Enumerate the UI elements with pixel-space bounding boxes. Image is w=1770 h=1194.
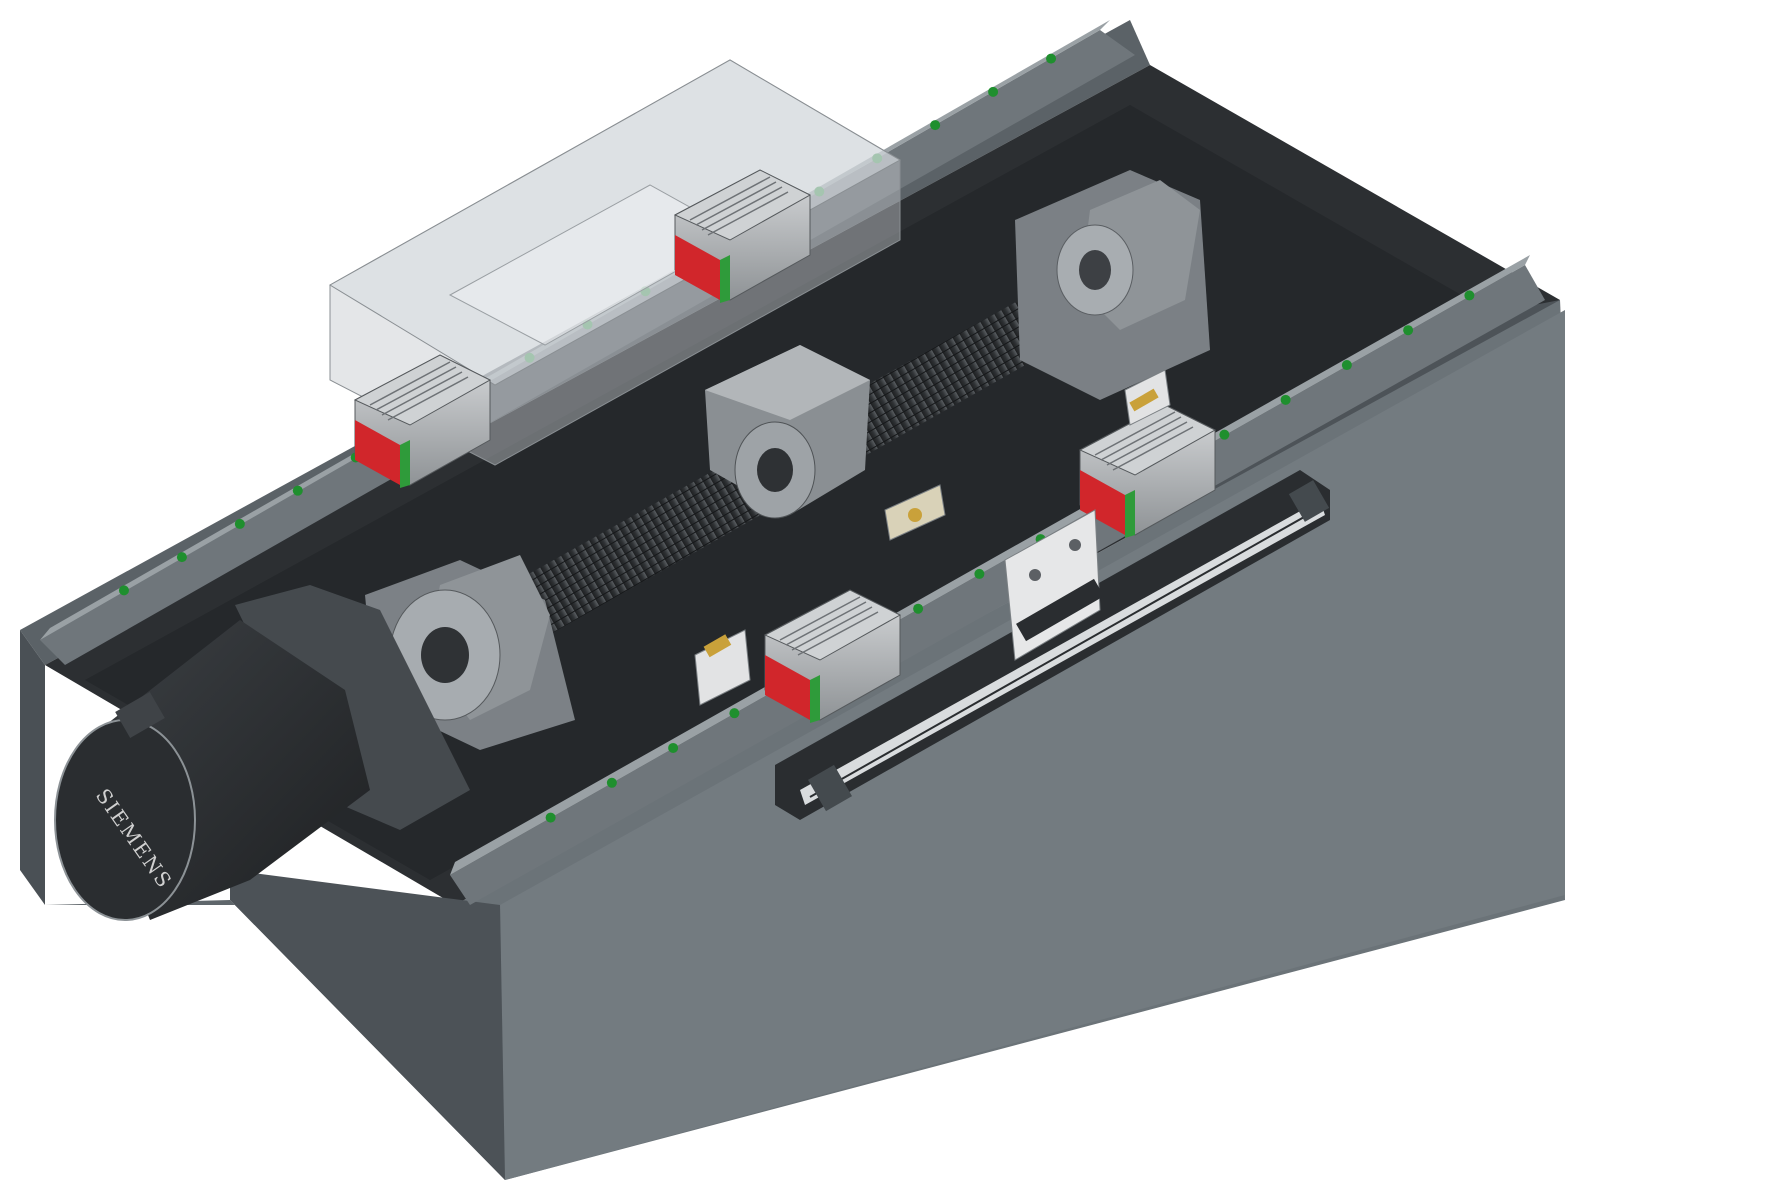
- carriage-end-seal-green: [400, 440, 410, 488]
- rail-bolt-hole: [545, 812, 556, 823]
- rail-back-body: [40, 30, 1135, 665]
- linear-carriage: [353, 354, 492, 488]
- rail-bolt-hole: [974, 568, 985, 579]
- encoder-end-cap-right: [1288, 480, 1330, 522]
- ball-nut-bracket: [705, 345, 870, 519]
- rail-bolt-hole: [668, 742, 679, 753]
- limit-switch-center: [884, 484, 946, 541]
- rail-bolt-hole: [1341, 360, 1352, 371]
- carriage-end-seal-red: [1080, 470, 1125, 535]
- carriage-end-seal-green: [810, 675, 820, 723]
- rail-bolt-hole: [1219, 429, 1230, 440]
- carriage-end-seal-red: [765, 655, 810, 720]
- rail-front: [450, 255, 1545, 905]
- transparent-carriage-cover: [329, 59, 902, 466]
- rail-bolt-hole: [118, 585, 129, 596]
- rail-bolt-hole: [729, 708, 740, 719]
- far-bearing-block: [1015, 170, 1210, 400]
- base-front-shadow: [230, 870, 505, 1180]
- motor-flange-mount: [235, 585, 470, 830]
- linear-bearing-carriages: [353, 169, 1217, 723]
- encoder-end-cap-left: [808, 764, 852, 812]
- carriage-end-seal-red: [355, 420, 400, 485]
- servo-motor: SIEMENS: [54, 585, 470, 921]
- motor-connector: [115, 692, 165, 738]
- linear-carriage: [763, 589, 902, 723]
- rail-bolt-hole: [1403, 325, 1414, 336]
- rail-bolt-hole: [606, 777, 617, 788]
- rail-bolt-hole: [234, 518, 245, 529]
- linear-carriage: [673, 169, 812, 303]
- rail-bolt-hole: [1280, 394, 1291, 405]
- rail-bolt-hole: [292, 485, 303, 496]
- rail-bolt-hole: [988, 86, 999, 97]
- rail-bolt-hole: [1464, 290, 1475, 301]
- rail-front-top: [450, 255, 1530, 875]
- carriage-end-seal-green: [720, 255, 730, 303]
- encoder-read-head: [1004, 509, 1104, 661]
- linear-carriage: [1078, 404, 1217, 538]
- rail-bolt-hole: [176, 552, 187, 563]
- rail-bolt-hole: [913, 603, 924, 614]
- limit-switch-right: [1124, 369, 1171, 426]
- base-left-side: [20, 630, 45, 905]
- rail-bolt-hole: [1046, 53, 1057, 64]
- limit-switch-left: [694, 629, 751, 706]
- rail-bolt-hole: [930, 120, 941, 131]
- carriage-end-seal-red: [675, 235, 720, 300]
- linear-encoder: [775, 470, 1330, 820]
- carriage-end-seal-green: [1125, 490, 1135, 538]
- rail-front-body: [450, 265, 1545, 905]
